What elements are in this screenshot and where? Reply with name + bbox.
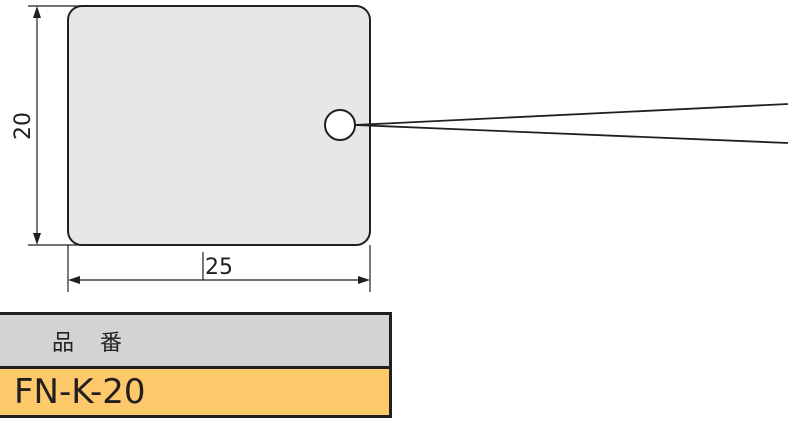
height-arrow-top	[33, 6, 41, 18]
height-dimension-label: 20	[11, 112, 36, 140]
height-arrow-bottom	[33, 233, 41, 245]
product-code-table: 品番 FN-K-20	[0, 312, 392, 418]
product-code-value: FN-K-20	[0, 369, 389, 415]
string-upper	[354, 103, 789, 126]
width-dimension-label: 25	[205, 255, 233, 280]
width-arrow-right	[358, 276, 370, 284]
tag-hole	[324, 109, 356, 141]
width-arrow-left	[68, 276, 80, 284]
string-lower	[354, 124, 789, 144]
tag-dimension-drawing: 20 25	[11, 5, 789, 292]
product-code-header: 品番	[0, 315, 389, 369]
